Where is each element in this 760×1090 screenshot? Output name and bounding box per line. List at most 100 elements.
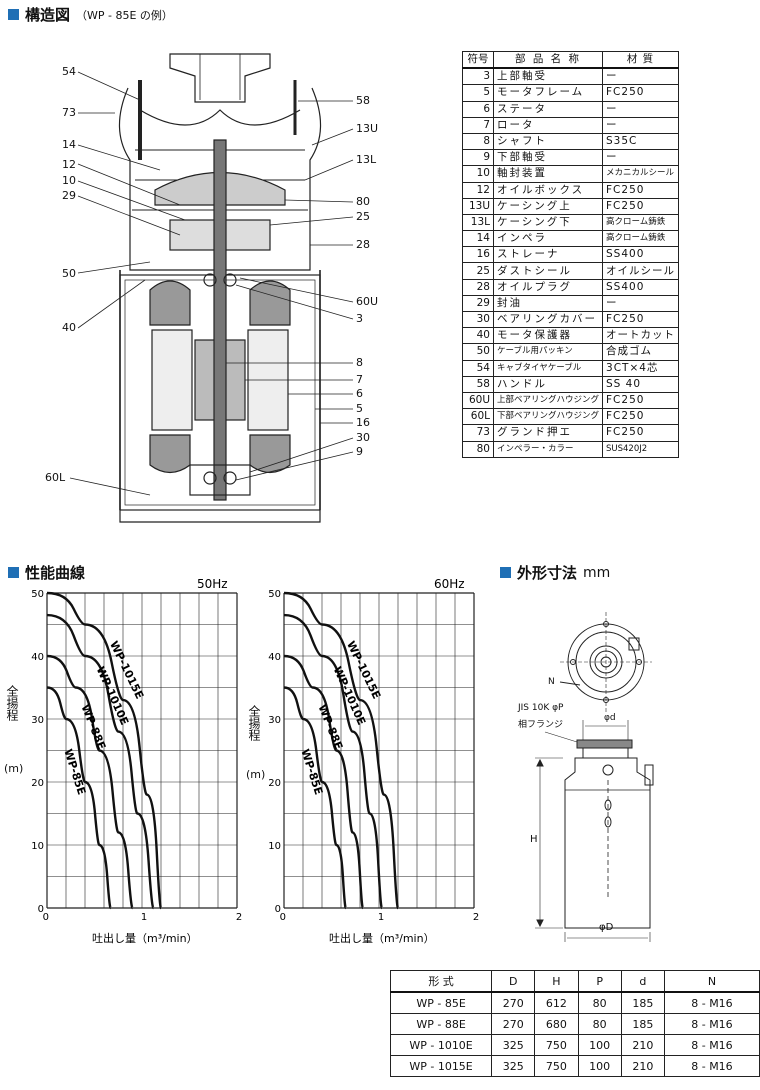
dim-d-inner: 185 <box>620 991 665 1014</box>
part-code: 60L <box>462 408 494 426</box>
svg-text:13L: 13L <box>356 153 377 166</box>
part-code: 13L <box>462 213 494 232</box>
svg-text:3: 3 <box>356 312 363 325</box>
performance-title: 性能曲線 <box>25 564 86 582</box>
part-name: モータフレーム <box>492 84 604 102</box>
part-material: S35C <box>602 132 680 151</box>
part-material: FC250 <box>602 424 680 442</box>
y-tick-label: 10 <box>31 841 44 852</box>
part-name: ケーシング下 <box>492 213 604 232</box>
y-tick-label: 0 <box>38 904 44 915</box>
series-line-wp-85e <box>283 686 347 910</box>
parts-table-header: 符号 部 品 名 称 材 質 <box>462 51 680 69</box>
dim-n: 8 - M16 <box>663 1013 760 1035</box>
dim-h: 612 <box>534 991 579 1014</box>
svg-text:40: 40 <box>62 321 76 334</box>
svg-text:50: 50 <box>62 267 76 280</box>
part-name: 上部軸受 <box>492 67 604 86</box>
chart-grid <box>46 592 238 909</box>
part-code: 7 <box>462 116 494 134</box>
dimensions-title: 外形寸法 <box>517 564 578 582</box>
dim-d-inner: 210 <box>620 1034 665 1056</box>
header-model: 形 式 <box>389 970 493 993</box>
part-name: ケーブル用パッキン <box>492 343 604 361</box>
structure-subtitle: （WP - 85E の例） <box>76 8 173 22</box>
dimensions-heading: 外形寸法 mm <box>500 562 610 583</box>
series-line-wp-1010e <box>283 613 384 910</box>
part-material: FC250 <box>602 181 680 199</box>
dim-d-inner: 185 <box>620 1013 665 1035</box>
svg-text:5: 5 <box>356 402 363 415</box>
svg-text:12: 12 <box>62 158 76 171</box>
label-jis-flange: JIS 10K φP <box>518 703 564 713</box>
dim-d-inner: 210 <box>620 1055 665 1077</box>
part-name: ベアリングカバー <box>492 310 604 329</box>
part-material: FC250 <box>602 84 680 102</box>
label-d-small: φd <box>604 713 616 723</box>
performance-heading: 性能曲線 <box>8 562 85 583</box>
part-code: 50 <box>462 343 494 361</box>
part-material: オイルシール <box>602 262 680 280</box>
part-material: ー <box>602 149 680 167</box>
y-tick-label: 0 <box>275 904 281 915</box>
part-code: 13U <box>462 197 494 215</box>
series-label: WP-85E <box>61 747 88 796</box>
y-tick-label: 30 <box>31 715 44 726</box>
series-line-wp-1015e <box>283 591 400 910</box>
svg-text:7: 7 <box>356 373 363 386</box>
part-name: ダストシール <box>492 262 604 280</box>
x-tick-label: 2 <box>473 912 479 923</box>
y-tick-label: 30 <box>268 715 281 726</box>
svg-text:73: 73 <box>62 106 76 119</box>
part-name: キャブタイヤケーブル <box>492 359 604 377</box>
part-material: ー <box>602 67 680 86</box>
svg-text:8: 8 <box>356 356 363 369</box>
dim-model: WP - 1010E <box>389 1034 493 1056</box>
part-name: シャフト <box>492 132 604 151</box>
part-name: 下部ベアリングハウジング <box>492 408 604 426</box>
svg-text:10: 10 <box>62 174 76 187</box>
part-name: オイルボックス <box>492 181 604 199</box>
header-h: H <box>534 970 579 993</box>
part-code: 16 <box>462 246 494 264</box>
x-axis-label: 吐出し量（m³/min） <box>329 931 435 945</box>
header-d-inner: d <box>620 970 665 993</box>
series-line-wp-88e <box>46 654 134 910</box>
part-name: グランド押エ <box>492 424 604 442</box>
part-material: 高クローム鋳鉄 <box>602 213 680 232</box>
series-line-wp-88e <box>283 654 365 910</box>
part-code: 3 <box>462 67 494 86</box>
svg-text:80: 80 <box>356 195 370 208</box>
part-name: ハンドル <box>492 375 604 393</box>
part-material: ー <box>602 116 680 134</box>
part-code: 60U <box>462 391 494 410</box>
header-p: P <box>577 970 622 993</box>
series-line-wp-85e <box>46 686 112 910</box>
part-material: ー <box>602 294 680 313</box>
label-mating-flange: 相フランジ <box>518 720 564 730</box>
svg-text:60L: 60L <box>45 471 66 484</box>
part-code: 80 <box>462 440 494 458</box>
dim-h: 750 <box>534 1034 579 1056</box>
part-name: 軸封装置 <box>492 165 604 183</box>
part-name: ロータ <box>492 116 604 134</box>
part-name: 下部軸受 <box>492 149 604 167</box>
part-code: 8 <box>462 132 494 151</box>
part-name: インペラ <box>492 230 604 248</box>
structure-heading: 構造図 （WP - 85E の例） <box>8 4 173 25</box>
dimensions-table-header: 形 式 D H P d N <box>389 970 760 993</box>
